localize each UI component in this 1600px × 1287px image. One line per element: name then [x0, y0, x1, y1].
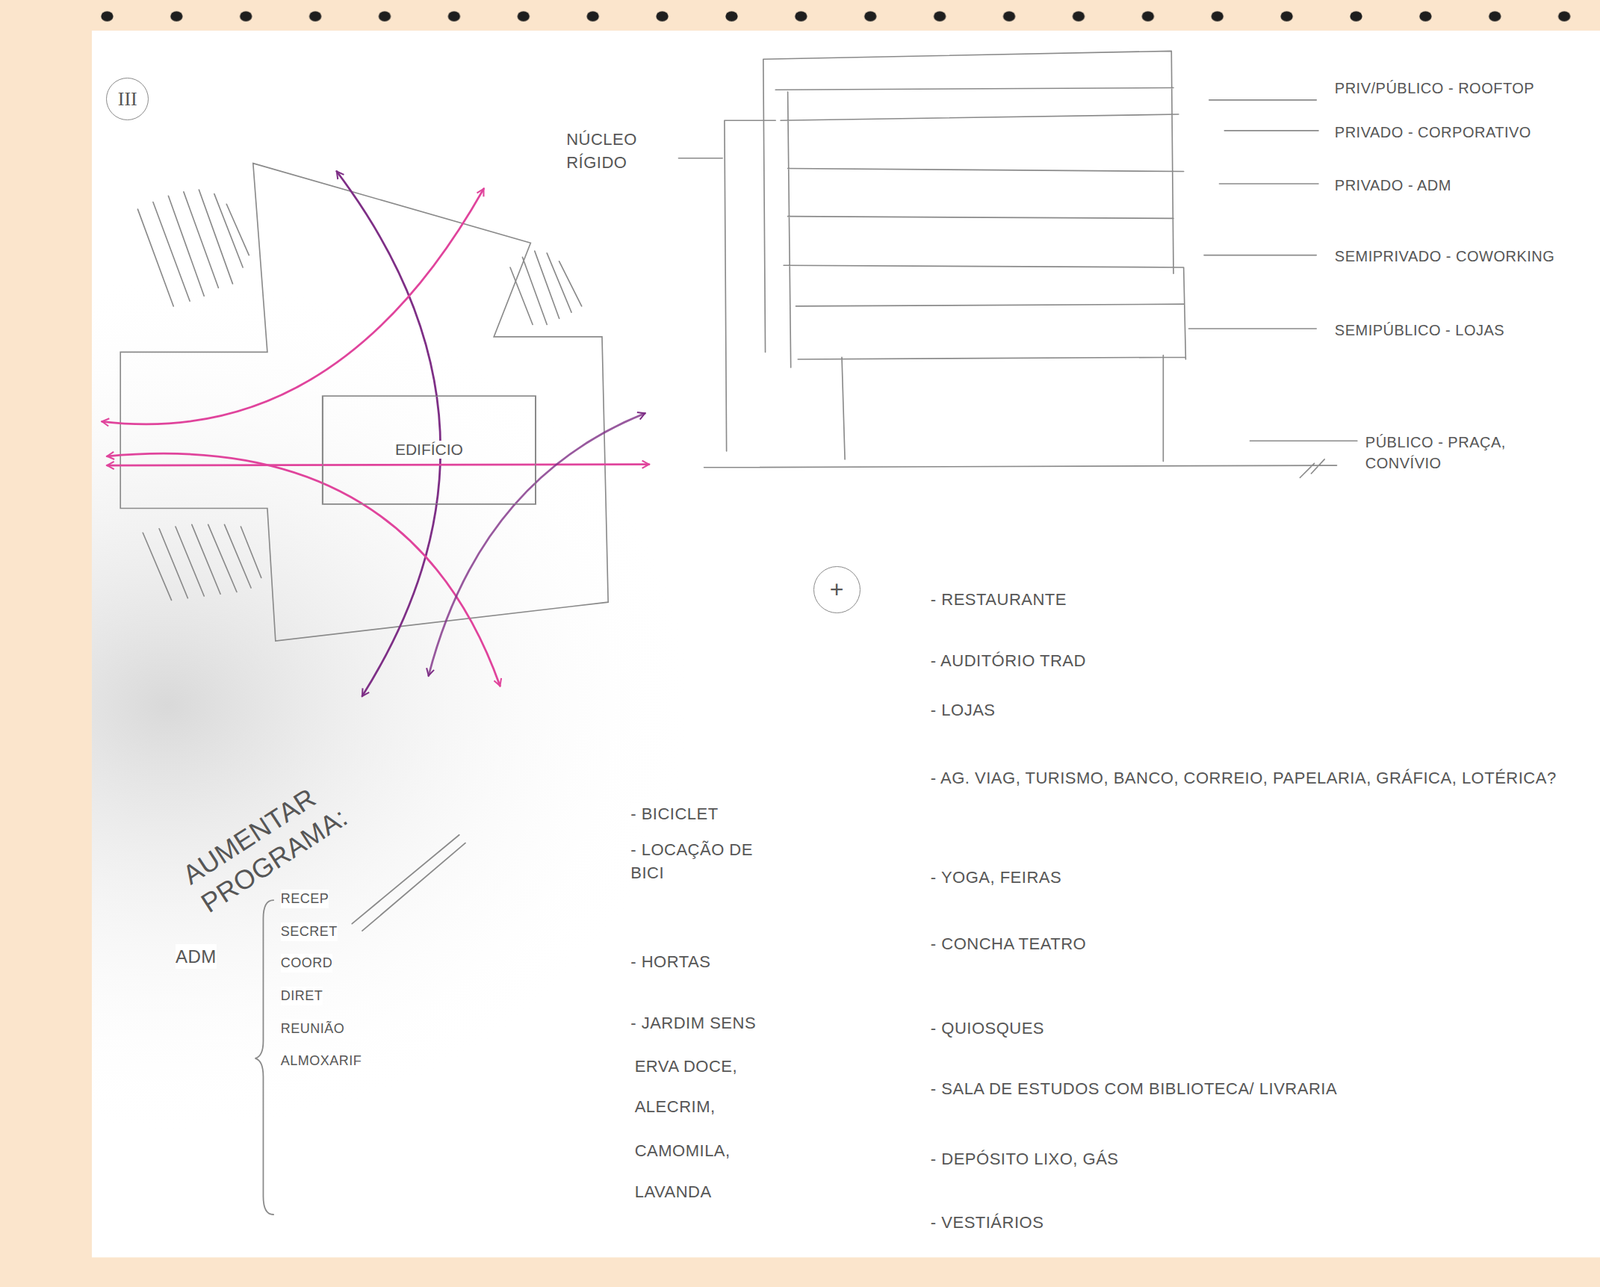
program-item: - LOJAS	[930, 699, 996, 723]
paper-sheet	[91, 30, 1600, 1258]
program-item: - AUDITÓRIO TRAD	[930, 649, 1087, 674]
plus-symbol: +	[813, 566, 861, 614]
leader-line	[1188, 100, 1357, 441]
program-item: - LOCAÇÃO DE BICI	[630, 838, 784, 886]
program-item: - RESTAURANTE	[930, 588, 1067, 612]
program-item: - YOGA, FEIRAS	[930, 866, 1062, 890]
plan-outline	[120, 163, 609, 641]
program-item: - CONCHA TEATRO	[930, 932, 1087, 957]
adm-room: REUNIÃO	[280, 1019, 346, 1039]
adm-room: COORD	[280, 953, 334, 973]
floor-use: SEMIPRIVADO - COWORKING	[1334, 245, 1555, 267]
program-item: - DEPÓSITO LIXO, GÁS	[930, 1148, 1119, 1172]
program-item: - SALA DE ESTUDOS COM BIBLIOTECA/ LIVRAR…	[930, 1077, 1584, 1102]
plant-item: ALECRIM,	[634, 1095, 716, 1119]
program-item: - QUIOSQUES	[930, 1017, 1045, 1041]
paper-shading	[91, 30, 1600, 1258]
flow-arrow	[106, 464, 649, 466]
building-label-box: EDIFÍCIO	[322, 395, 537, 505]
node-text: +	[827, 575, 847, 604]
program-item: - AG. VIAG, TURISMO, BANCO, CORREIO, PAP…	[930, 767, 1584, 791]
site-plan	[120, 163, 609, 641]
hatch	[137, 189, 249, 307]
brace	[255, 900, 275, 1215]
section-note: NÚCLEO RÍGIDO	[566, 128, 653, 175]
floor-use: PÚBLICO - PRAÇA, CONVÍVIO	[1365, 431, 1560, 474]
program-item: - HORTAS	[630, 950, 711, 975]
flow-arrow	[336, 171, 441, 697]
hatch	[142, 524, 261, 600]
underline	[351, 835, 466, 931]
floor-use: PRIV/PÚBLICO - ROOFTOP	[1334, 77, 1535, 99]
building-footprint	[322, 395, 537, 505]
adm-room: DIRET	[280, 986, 324, 1006]
hatch	[510, 250, 582, 325]
flow-arrow	[102, 188, 485, 425]
node-text: III	[115, 88, 140, 111]
section-lines	[704, 50, 1338, 478]
program-item: - BICICLET	[630, 802, 718, 827]
plant-item: ERVA DOCE,	[634, 1055, 738, 1079]
group-label: ADM	[175, 944, 217, 970]
node-text: EDIFÍCIO	[392, 440, 466, 459]
floor-use: PRIVADO - ADM	[1334, 174, 1452, 196]
spiral-binding	[72, 0, 1600, 35]
plant-item: LAVANDA	[634, 1180, 712, 1205]
adm-room: ALMOXARIF	[280, 1051, 363, 1071]
flow-arrows	[102, 171, 650, 697]
notes-marks	[255, 835, 466, 1215]
leader-line	[678, 157, 723, 160]
adm-room: RECEP	[280, 889, 330, 909]
adm-room: SECRET	[280, 922, 338, 942]
plant-item: CAMOMILA,	[634, 1139, 731, 1164]
flow-arrow	[106, 453, 500, 686]
program-item: - JARDIM SENS	[630, 1012, 756, 1036]
floor-use: PRIVADO - CORPORATIVO	[1334, 121, 1532, 143]
floor-use: SEMIPÚBLICO - LOJAS	[1334, 319, 1505, 341]
building-section	[678, 50, 1357, 478]
program-item: - VESTIÁRIOS	[930, 1211, 1044, 1235]
